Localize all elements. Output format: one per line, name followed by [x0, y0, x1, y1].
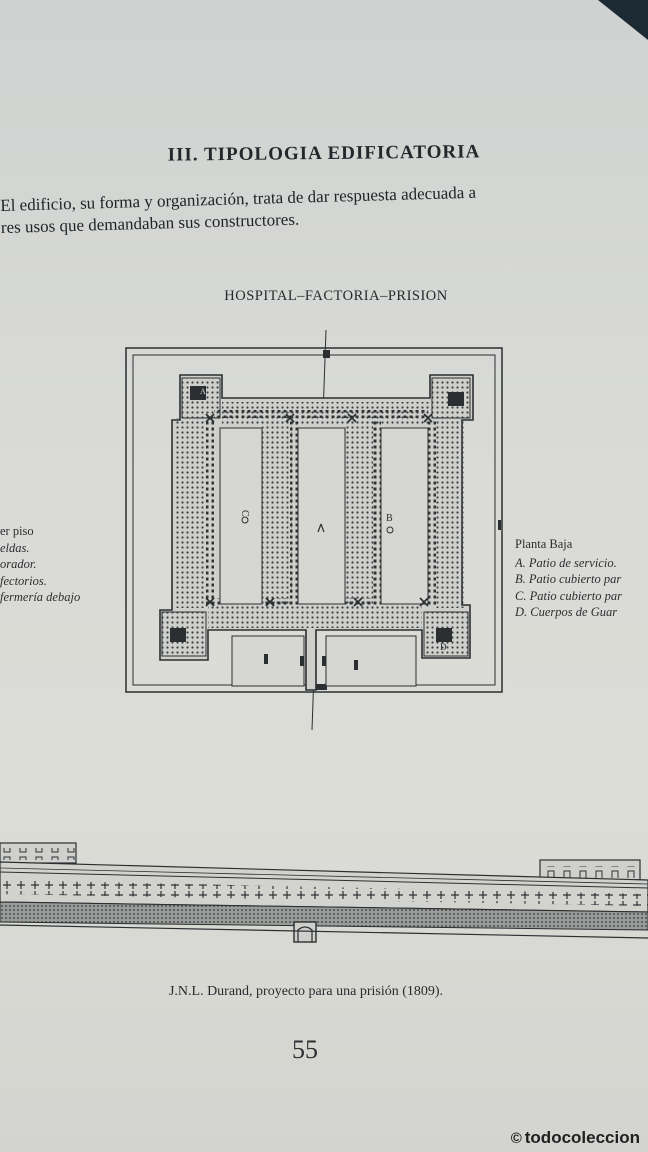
legend-left-item: fermería debajo	[0, 590, 81, 604]
watermark: ©todocoleccion	[511, 1128, 640, 1148]
courtyard-c	[219, 427, 263, 605]
building-elevation	[0, 842, 648, 943]
legend-left-title: er piso	[0, 524, 34, 538]
plan-label-d: D	[440, 642, 447, 652]
plan-label-c: C	[239, 510, 250, 517]
legend-right-item: B. Patio cubierto par	[515, 572, 622, 586]
legend-right-title: Planta Baja	[515, 537, 573, 551]
courtyard-b	[380, 427, 429, 605]
legend-left-item: orador.	[0, 557, 37, 571]
figure-title: HOSPITAL–FACTORIA–PRISION	[224, 288, 448, 304]
figure-caption: J.N.L. Durand, proyecto para una prisión…	[168, 984, 444, 999]
legend-right-item: A. Patio de servicio.	[515, 555, 617, 570]
legend-left-item: eldas.	[0, 540, 30, 555]
legend-right-item: C. Patio cubierto par	[515, 588, 622, 603]
plan-label-b: B	[386, 513, 393, 524]
legend-right-item: D. Cuerpos de Guar	[515, 605, 618, 619]
plan-label-a: A	[200, 387, 206, 396]
watermark-text: todocoleccion	[524, 1128, 640, 1147]
courtyard-center	[297, 427, 346, 605]
legend-first-floor: er piso eldas. orador. fectorios. fermer…	[0, 523, 80, 606]
legend-ground-floor: Planta Baja A. Patio de servicio. B. Pat…	[515, 536, 648, 621]
copyright-icon: ©	[510, 1130, 522, 1147]
building-plan	[159, 374, 501, 691]
page-number: 55	[292, 1035, 318, 1064]
legend-left-item: fectorios.	[0, 573, 47, 588]
